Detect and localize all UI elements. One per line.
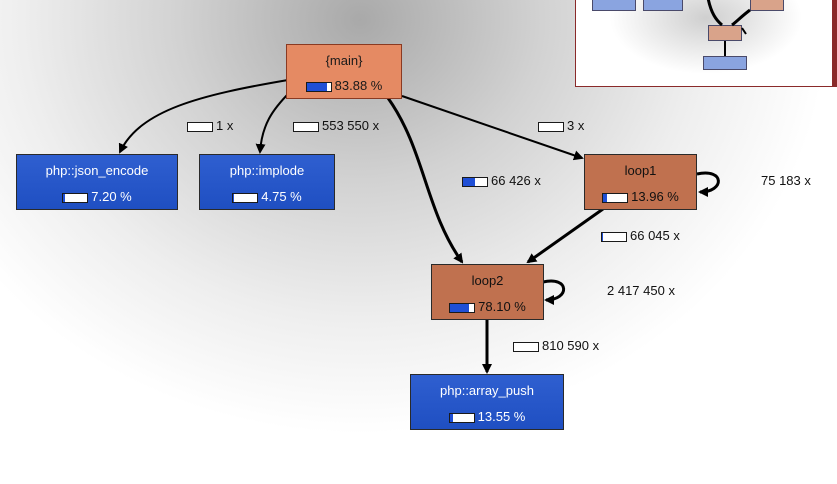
- edge-label-main-json-encode: 1 x: [187, 118, 233, 133]
- call-bar-fill: [602, 232, 604, 241]
- node-title: {main}: [325, 53, 363, 68]
- node-percent: 7.20 %: [91, 189, 132, 204]
- edge-main-implode: [255, 91, 291, 154]
- edge-label-loop2-self: 2 417 450 x: [607, 283, 675, 298]
- minimap-border: [833, 0, 837, 87]
- node-implode[interactable]: php::implode 4.75 %: [199, 154, 335, 210]
- edge-label-loop1-self: 75 183 x: [761, 173, 811, 188]
- call-bar: [293, 121, 319, 132]
- call-bar: [187, 121, 213, 132]
- edge-label-loop2-array-push: 810 590 x: [513, 338, 599, 353]
- graph-overview-minimap[interactable]: [575, 0, 833, 87]
- call-bar-fill: [463, 177, 475, 186]
- call-count: 810 590 x: [542, 338, 600, 353]
- edge-label-main-loop1: 3 x: [538, 118, 584, 133]
- percent-bar-fill: [233, 193, 235, 202]
- percent-bar: [602, 192, 629, 203]
- node-percent: 4.75 %: [261, 189, 302, 204]
- call-count: 2 417 450 x: [607, 283, 675, 298]
- node-percent-row: 78.10 %: [432, 299, 543, 314]
- node-title: php::array_push: [440, 383, 534, 398]
- call-bar: [601, 231, 627, 242]
- percent-bar: [62, 192, 89, 203]
- call-count: 66 426 x: [491, 173, 541, 188]
- node-loop1[interactable]: loop1 13.96 %: [584, 154, 697, 210]
- call-bar: [462, 176, 488, 187]
- percent-bar: [449, 302, 476, 313]
- node-array-push[interactable]: php::array_push 13.55 %: [410, 374, 564, 430]
- node-percent-row: 7.20 %: [17, 189, 177, 204]
- call-count: 3 x: [567, 118, 585, 133]
- node-percent-row: 83.88 %: [287, 78, 401, 93]
- edge-loop1-loop2: [526, 207, 604, 264]
- minimap-node: [643, 0, 683, 11]
- call-bar: [538, 121, 564, 132]
- node-percent-row: 13.55 %: [411, 409, 563, 424]
- node-percent-row: 13.96 %: [585, 189, 696, 204]
- node-main[interactable]: {main} 83.88 %: [286, 44, 402, 99]
- call-bar: [513, 341, 539, 352]
- call-count: 66 045 x: [630, 228, 680, 243]
- percent-bar-fill: [603, 193, 607, 202]
- percent-bar-fill: [63, 193, 65, 202]
- percent-bar: [305, 81, 332, 92]
- call-count: 1 x: [216, 118, 234, 133]
- percent-bar: [448, 412, 475, 423]
- node-title: php::json_encode: [45, 163, 149, 178]
- node-title: loop2: [471, 273, 504, 288]
- percent-bar-fill: [306, 82, 327, 91]
- node-json-encode[interactable]: php::json_encode 7.20 %: [16, 154, 178, 210]
- node-loop2[interactable]: loop2 78.10 %: [431, 264, 544, 320]
- edge-loop1-self: [696, 171, 720, 197]
- minimap-node: [708, 25, 742, 41]
- edge-main-loop2: [386, 97, 464, 264]
- minimap-edges: [706, 0, 751, 56]
- edge-main-loop1: [401, 95, 584, 161]
- node-title: loop1: [624, 163, 657, 178]
- call-count: 75 183 x: [761, 173, 811, 188]
- call-count: 553 550 x: [322, 118, 380, 133]
- minimap-node: [592, 0, 636, 11]
- minimap-node: [703, 56, 747, 70]
- edge-main-json-encode: [118, 79, 289, 154]
- minimap-node: [750, 0, 784, 11]
- node-percent-row: 4.75 %: [200, 189, 334, 204]
- node-percent: 83.88 %: [334, 78, 383, 93]
- edge-loop2-self: [542, 279, 566, 305]
- edge-label-main-loop2: 66 426 x: [462, 173, 541, 188]
- percent-bar-fill: [449, 413, 453, 422]
- node-percent: 13.96 %: [631, 189, 679, 204]
- percent-bar: [232, 192, 259, 203]
- node-title: php::implode: [229, 163, 305, 178]
- node-percent: 78.10 %: [478, 299, 526, 314]
- edge-label-loop1-loop2: 66 045 x: [601, 228, 680, 243]
- edge-label-main-implode: 553 550 x: [293, 118, 379, 133]
- node-percent: 13.55 %: [477, 409, 526, 424]
- percent-bar-fill: [450, 303, 469, 312]
